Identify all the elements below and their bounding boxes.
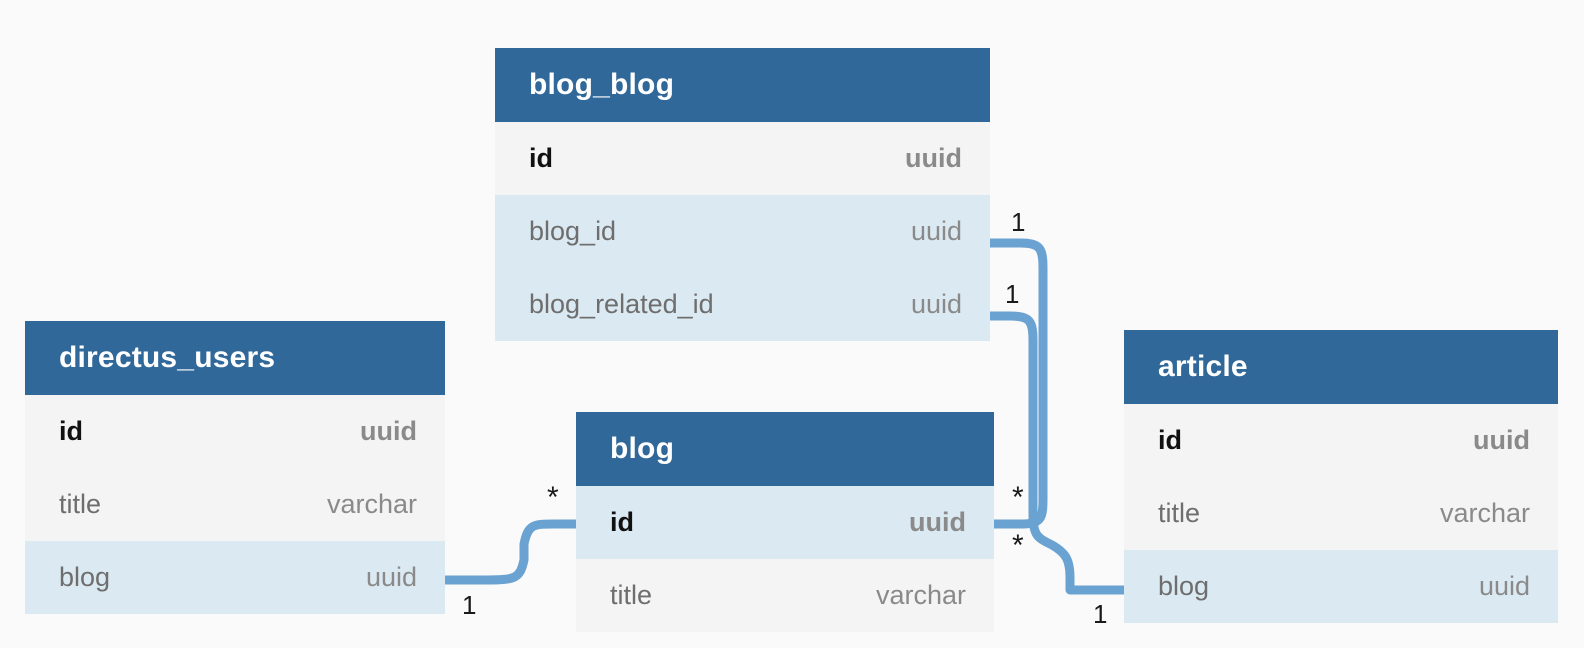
column-type: varchar bbox=[326, 489, 417, 519]
entity-columns-blog: id uuid title varchar bbox=[576, 486, 994, 632]
column-row[interactable]: id uuid bbox=[576, 486, 994, 559]
entity-table-blog[interactable]: blog id uuid title varchar bbox=[576, 412, 994, 632]
entity-title-blog: blog bbox=[576, 412, 994, 486]
column-name: blog_id bbox=[529, 216, 617, 246]
column-name: title bbox=[610, 580, 653, 610]
column-type: uuid bbox=[905, 143, 962, 173]
column-name: blog bbox=[1158, 571, 1210, 601]
column-type: uuid bbox=[1473, 425, 1530, 455]
column-name: blog bbox=[59, 562, 111, 592]
entity-table-article[interactable]: article id uuid title varchar blog uuid bbox=[1124, 330, 1558, 623]
column-name: title bbox=[59, 489, 102, 519]
column-row[interactable]: blog uuid bbox=[1124, 550, 1558, 623]
column-row[interactable]: blog uuid bbox=[25, 541, 445, 614]
column-type: varchar bbox=[875, 580, 966, 610]
cardinality-label: 1 bbox=[1005, 279, 1020, 309]
column-type: uuid bbox=[365, 562, 417, 592]
entity-title-article: article bbox=[1124, 330, 1558, 404]
column-name: blog_related_id bbox=[529, 289, 714, 319]
column-row[interactable]: blog_id uuid bbox=[495, 195, 990, 268]
column-type: uuid bbox=[910, 216, 962, 246]
cardinality-label: * bbox=[1012, 529, 1024, 562]
column-type: uuid bbox=[360, 416, 417, 446]
column-row[interactable]: id uuid bbox=[25, 395, 445, 468]
cardinality-label: * bbox=[1012, 481, 1024, 514]
column-type: uuid bbox=[910, 289, 962, 319]
column-row[interactable]: blog_related_id uuid bbox=[495, 268, 990, 341]
column-name: id bbox=[1158, 425, 1182, 455]
column-name: id bbox=[59, 416, 83, 446]
column-type: uuid bbox=[909, 507, 966, 537]
cardinality-label: * bbox=[547, 481, 559, 514]
entity-columns-article: id uuid title varchar blog uuid bbox=[1124, 404, 1558, 623]
column-row[interactable]: id uuid bbox=[1124, 404, 1558, 477]
column-type: varchar bbox=[1439, 498, 1530, 528]
cardinality-label: 1 bbox=[462, 590, 477, 620]
column-name: id bbox=[610, 507, 634, 537]
column-name: id bbox=[529, 143, 553, 173]
column-row[interactable]: title varchar bbox=[1124, 477, 1558, 550]
column-type: uuid bbox=[1478, 571, 1530, 601]
cardinality-label: 1 bbox=[1093, 599, 1108, 629]
entity-columns-directus_users: id uuid title varchar blog uuid bbox=[25, 395, 445, 614]
column-row[interactable]: title varchar bbox=[576, 559, 994, 632]
column-name: title bbox=[1158, 498, 1201, 528]
relationship-line-rel-users-blog bbox=[440, 519, 581, 585]
entity-title-blog_blog: blog_blog bbox=[495, 48, 990, 122]
cardinality-label: 1 bbox=[1011, 207, 1026, 237]
column-row[interactable]: id uuid bbox=[495, 122, 990, 195]
entity-title-directus_users: directus_users bbox=[25, 321, 445, 395]
relationship-line-rel-blogblog-related-article bbox=[985, 311, 1129, 595]
column-row[interactable]: title varchar bbox=[25, 468, 445, 541]
